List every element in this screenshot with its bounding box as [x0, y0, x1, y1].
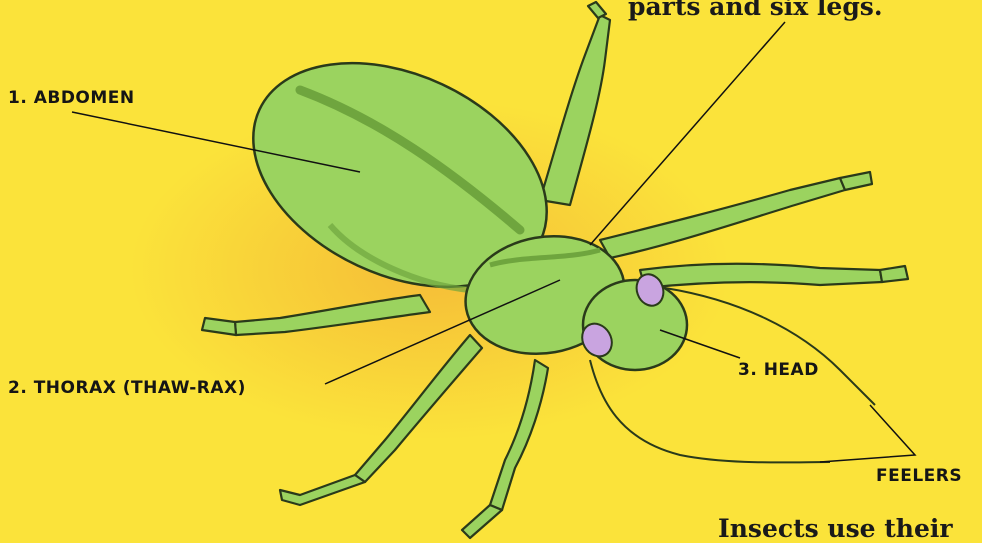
label-head: 3. HEAD: [738, 360, 819, 380]
top-caption: parts and six legs.: [628, 0, 883, 21]
leg-rear-right: [640, 264, 882, 288]
label-thorax: 2. THORAX (THAW-RAX): [8, 378, 246, 398]
label-feelers: FEELERS: [876, 466, 962, 486]
label-abdomen: 1. ABDOMEN: [8, 88, 135, 108]
bottom-caption: Insects use their: [718, 514, 953, 543]
leader-feelers: [820, 405, 915, 462]
